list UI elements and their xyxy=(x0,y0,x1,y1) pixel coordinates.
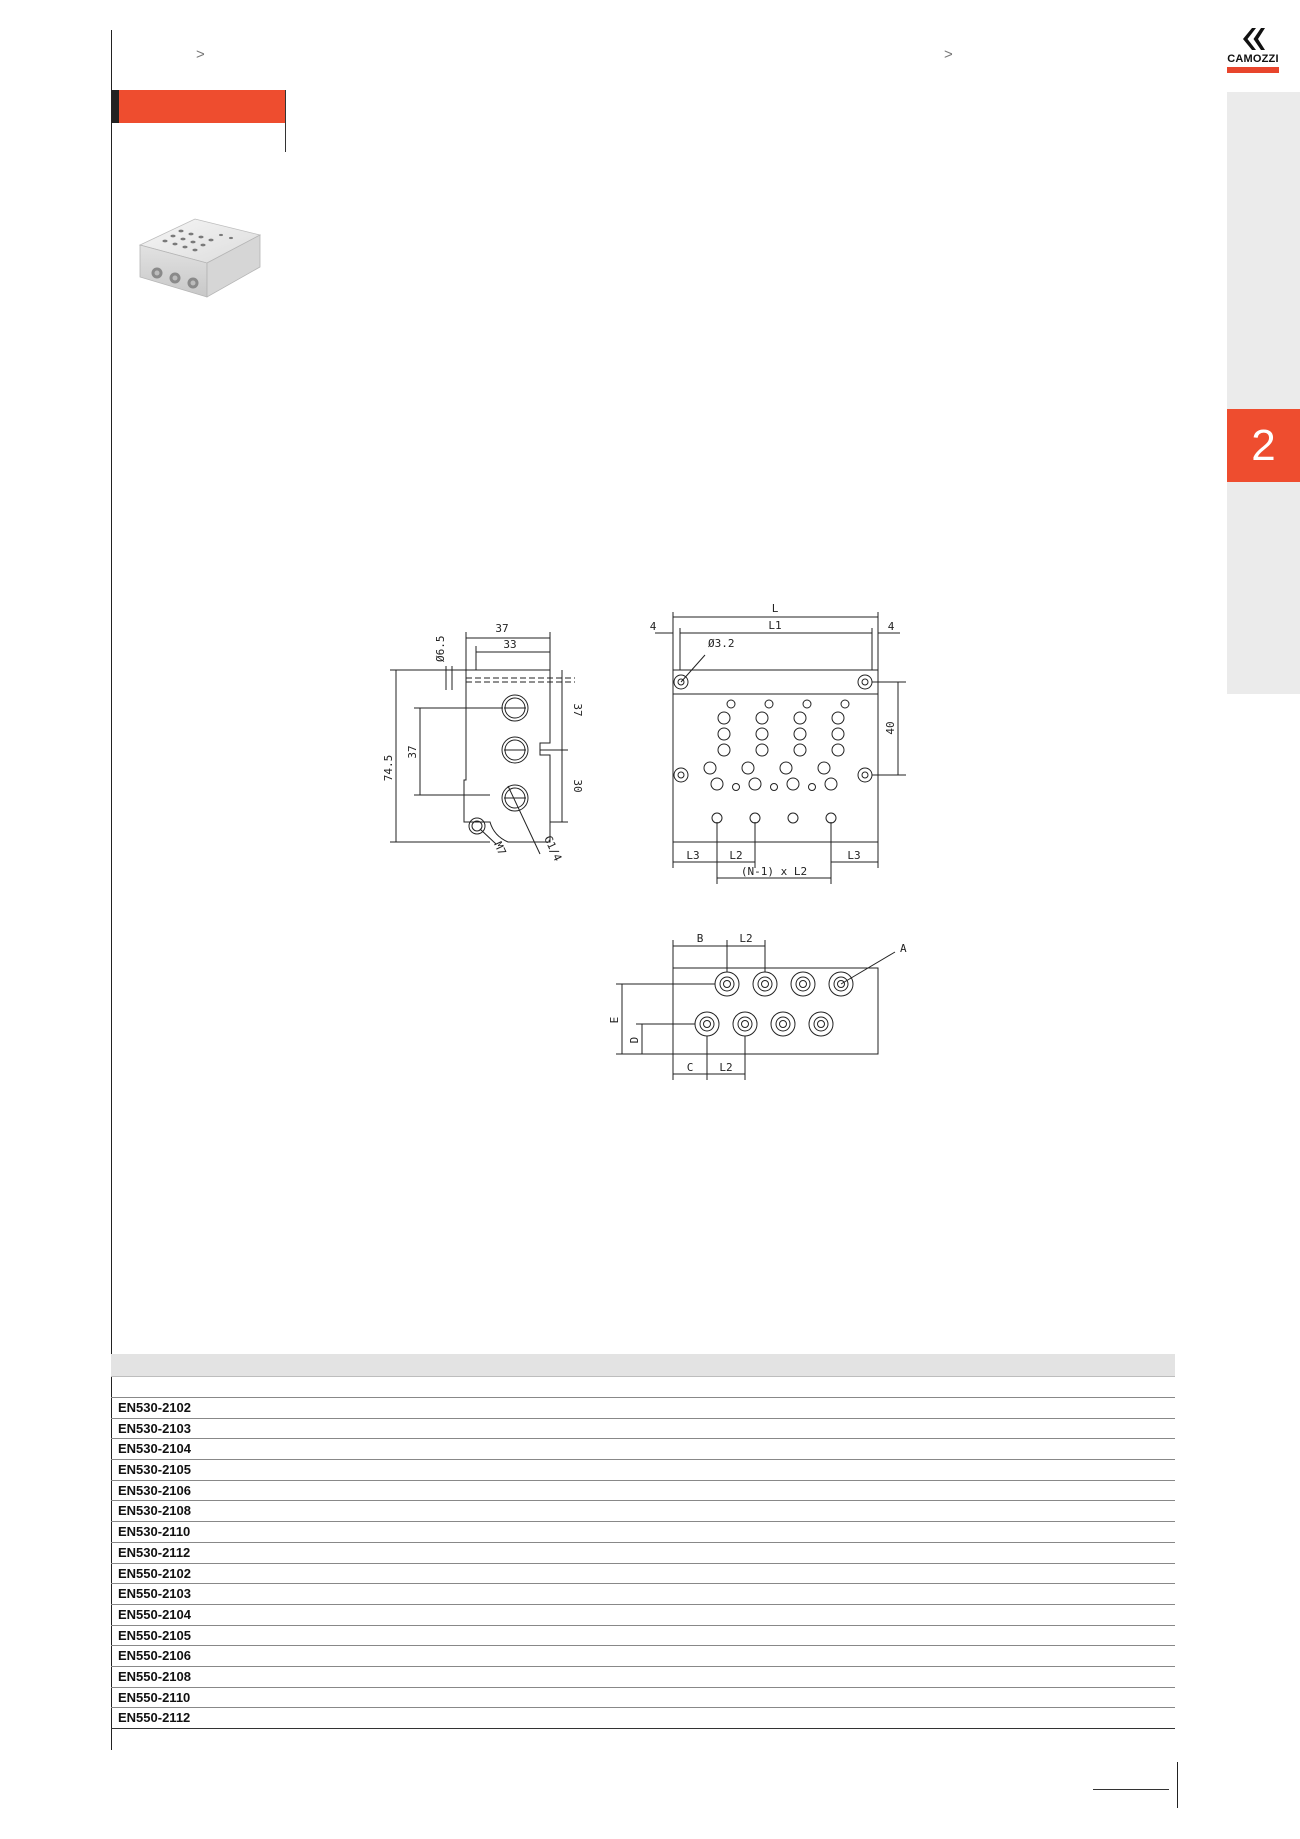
dim-margin-left: 4 xyxy=(650,620,657,633)
dim-pitch-right-top: 37 xyxy=(571,703,584,716)
title-divider xyxy=(285,90,286,152)
dim-margin-right: 4 xyxy=(888,620,895,633)
table-row: EN530-2105 xyxy=(111,1460,1175,1481)
page-left-rule xyxy=(111,30,112,1750)
dim-pitch-right-bottom: 30 xyxy=(571,779,584,792)
dim-height-40: 40 xyxy=(884,721,897,734)
dim-top-hole-dia: Ø3.2 xyxy=(708,637,735,650)
side-tab-section-number[interactable]: 2 xyxy=(1227,409,1300,482)
dim-front-pitch-bottom: L2 xyxy=(719,1061,732,1074)
dim-thread-small: M7 xyxy=(491,840,508,858)
table-row: EN530-2112 xyxy=(111,1543,1175,1564)
dim-width-outer: 37 xyxy=(495,622,508,635)
dim-offset-b: B xyxy=(697,932,704,945)
dim-inner-length: L1 xyxy=(768,619,781,632)
table-row: EN530-2110 xyxy=(111,1522,1175,1543)
dim-height-d: D xyxy=(628,1037,641,1044)
front-view xyxy=(616,940,896,1080)
breadcrumb-arrow-left[interactable]: > xyxy=(196,46,205,63)
manifold-product-image xyxy=(138,218,262,298)
front-view-labels: B L2 A E D C L2 xyxy=(608,932,907,1074)
dim-end-right: L3 xyxy=(847,849,860,862)
camozzi-logo: CAMOZZI xyxy=(1222,26,1284,76)
camozzi-mark-icon xyxy=(1243,28,1265,50)
table-row: EN550-2110 xyxy=(111,1688,1175,1709)
technical-drawing: 37 33 Ø6.5 74.5 37 37 30 M7 G1/4 xyxy=(382,602,907,1080)
table-row: EN550-2104 xyxy=(111,1605,1175,1626)
dim-thread-port: G1/4 xyxy=(541,834,564,864)
table-row: EN550-2112 xyxy=(111,1708,1175,1729)
title-block-accent xyxy=(112,90,119,123)
table-row: EN530-2104 xyxy=(111,1439,1175,1461)
dim-pitch-total: (N-1) x L2 xyxy=(741,865,807,878)
dim-height-e: E xyxy=(608,1017,621,1024)
table-header xyxy=(111,1354,1175,1377)
dim-height-total: 74.5 xyxy=(382,755,395,782)
table-row: EN530-2103 xyxy=(111,1419,1175,1440)
table-row: EN550-2102 xyxy=(111,1564,1175,1585)
dim-pitch: L2 xyxy=(729,849,742,862)
table-row: EN550-2108 xyxy=(111,1667,1175,1688)
side-view-labels: 37 33 Ø6.5 74.5 37 37 30 M7 G1/4 xyxy=(382,622,584,864)
dim-pitch-left: 37 xyxy=(406,745,419,758)
footer-vertical-rule xyxy=(1177,1762,1178,1808)
top-view xyxy=(655,612,906,884)
table-row: EN530-2106 xyxy=(111,1481,1175,1502)
brand-name: CAMOZZI xyxy=(1227,53,1279,65)
dim-front-pitch-top: L2 xyxy=(739,932,752,945)
table-row: EN530-2102 xyxy=(111,1398,1175,1419)
dim-width-inner: 33 xyxy=(503,638,516,651)
table-row: EN550-2103 xyxy=(111,1584,1175,1605)
table-subheader xyxy=(111,1377,1175,1398)
dim-overall-length: L xyxy=(772,602,779,615)
top-view-labels: L L1 4 4 Ø3.2 40 L3 L2 L3 (N-1) x L2 xyxy=(650,602,897,878)
side-view xyxy=(390,632,575,855)
footer-rule xyxy=(1093,1789,1169,1790)
table-row: EN550-2106 xyxy=(111,1646,1175,1667)
section-title-block xyxy=(112,90,286,123)
dim-end-left: L3 xyxy=(686,849,699,862)
side-tab-bar xyxy=(1227,92,1300,694)
table-row: EN550-2105 xyxy=(111,1626,1175,1647)
label-port-a: A xyxy=(900,942,907,955)
breadcrumb-arrow-right[interactable]: > xyxy=(944,46,953,63)
dim-hole-dia: Ø6.5 xyxy=(434,636,447,663)
brand-bar xyxy=(1227,67,1279,73)
dim-offset-c: C xyxy=(687,1061,694,1074)
table-row: EN530-2108 xyxy=(111,1501,1175,1523)
